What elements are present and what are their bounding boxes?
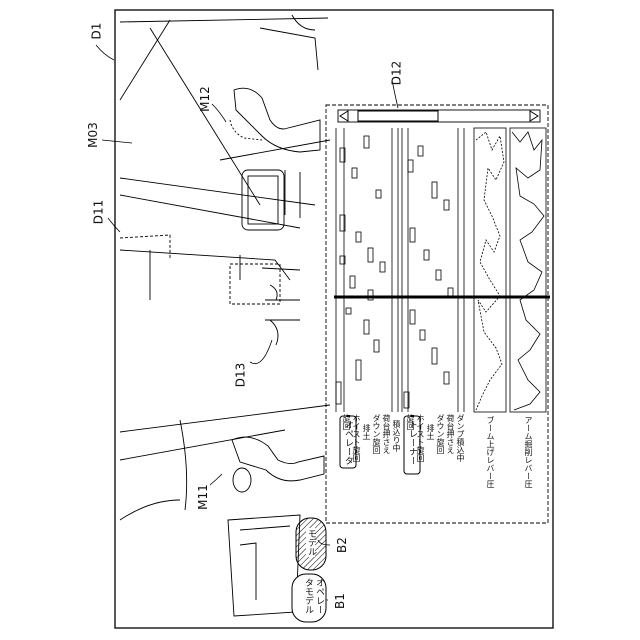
arm-dig-waveform: [510, 128, 546, 412]
trainer-event-down-swing: ダウン旋回: [436, 414, 444, 454]
model-button[interactable]: モデル: [306, 528, 315, 557]
leader-m03: [102, 140, 132, 143]
label-b1: B1: [333, 593, 347, 609]
label-d12: D12: [389, 61, 403, 86]
operator-event-dump: 排土: [362, 424, 370, 440]
label-d13: D13: [233, 363, 247, 388]
trainer-event-swing: 旋回: [406, 414, 414, 430]
arm-dig-label: アーム掘削レバー圧: [524, 416, 532, 488]
scrollbar-track: [338, 110, 540, 122]
trainer-event-bed-press: 荷台押さえ: [446, 414, 454, 454]
leader-d13: [250, 340, 272, 364]
scroll-left-arrow: [340, 111, 348, 121]
label-m11: M11: [196, 484, 210, 510]
label-m12: M12: [198, 86, 212, 112]
trainer-timeline: [402, 128, 464, 412]
trainer-event-hoist-swing: ホイスト旋回: [416, 414, 424, 462]
operator-event-swing: 旋回: [342, 414, 350, 430]
leader-d1: [96, 45, 114, 60]
leader-d11: [108, 218, 120, 232]
operator-event-hoist-swing: ホイスト旋回: [352, 414, 360, 462]
label-b2: B2: [335, 537, 349, 553]
label-m03: M03: [86, 122, 100, 148]
leader-m11: [210, 474, 222, 485]
operator-model-button[interactable]: オペレータモデル: [294, 578, 324, 620]
trainer-event-dump-loading: ダンプ積込中: [456, 414, 464, 462]
boom-raise-label: ブーム上げレバー圧: [486, 416, 494, 488]
display-frame: [115, 10, 553, 628]
boom-raise-waveform: [474, 128, 506, 412]
label-d11: D11: [91, 200, 105, 225]
operator-event-bed-press: 荷台押さえ: [382, 414, 390, 454]
operator-event-loading: 積込り中: [392, 420, 400, 452]
scroll-right-arrow: [530, 111, 538, 121]
label-d1: D1: [89, 23, 103, 40]
scroll-thumb: [358, 111, 438, 121]
operator-timeline: [336, 128, 398, 412]
leader-m12: [212, 104, 226, 122]
trainer-event-dump: 排土: [426, 424, 434, 440]
operator-event-down-swing: ダウン旋回: [372, 414, 380, 454]
